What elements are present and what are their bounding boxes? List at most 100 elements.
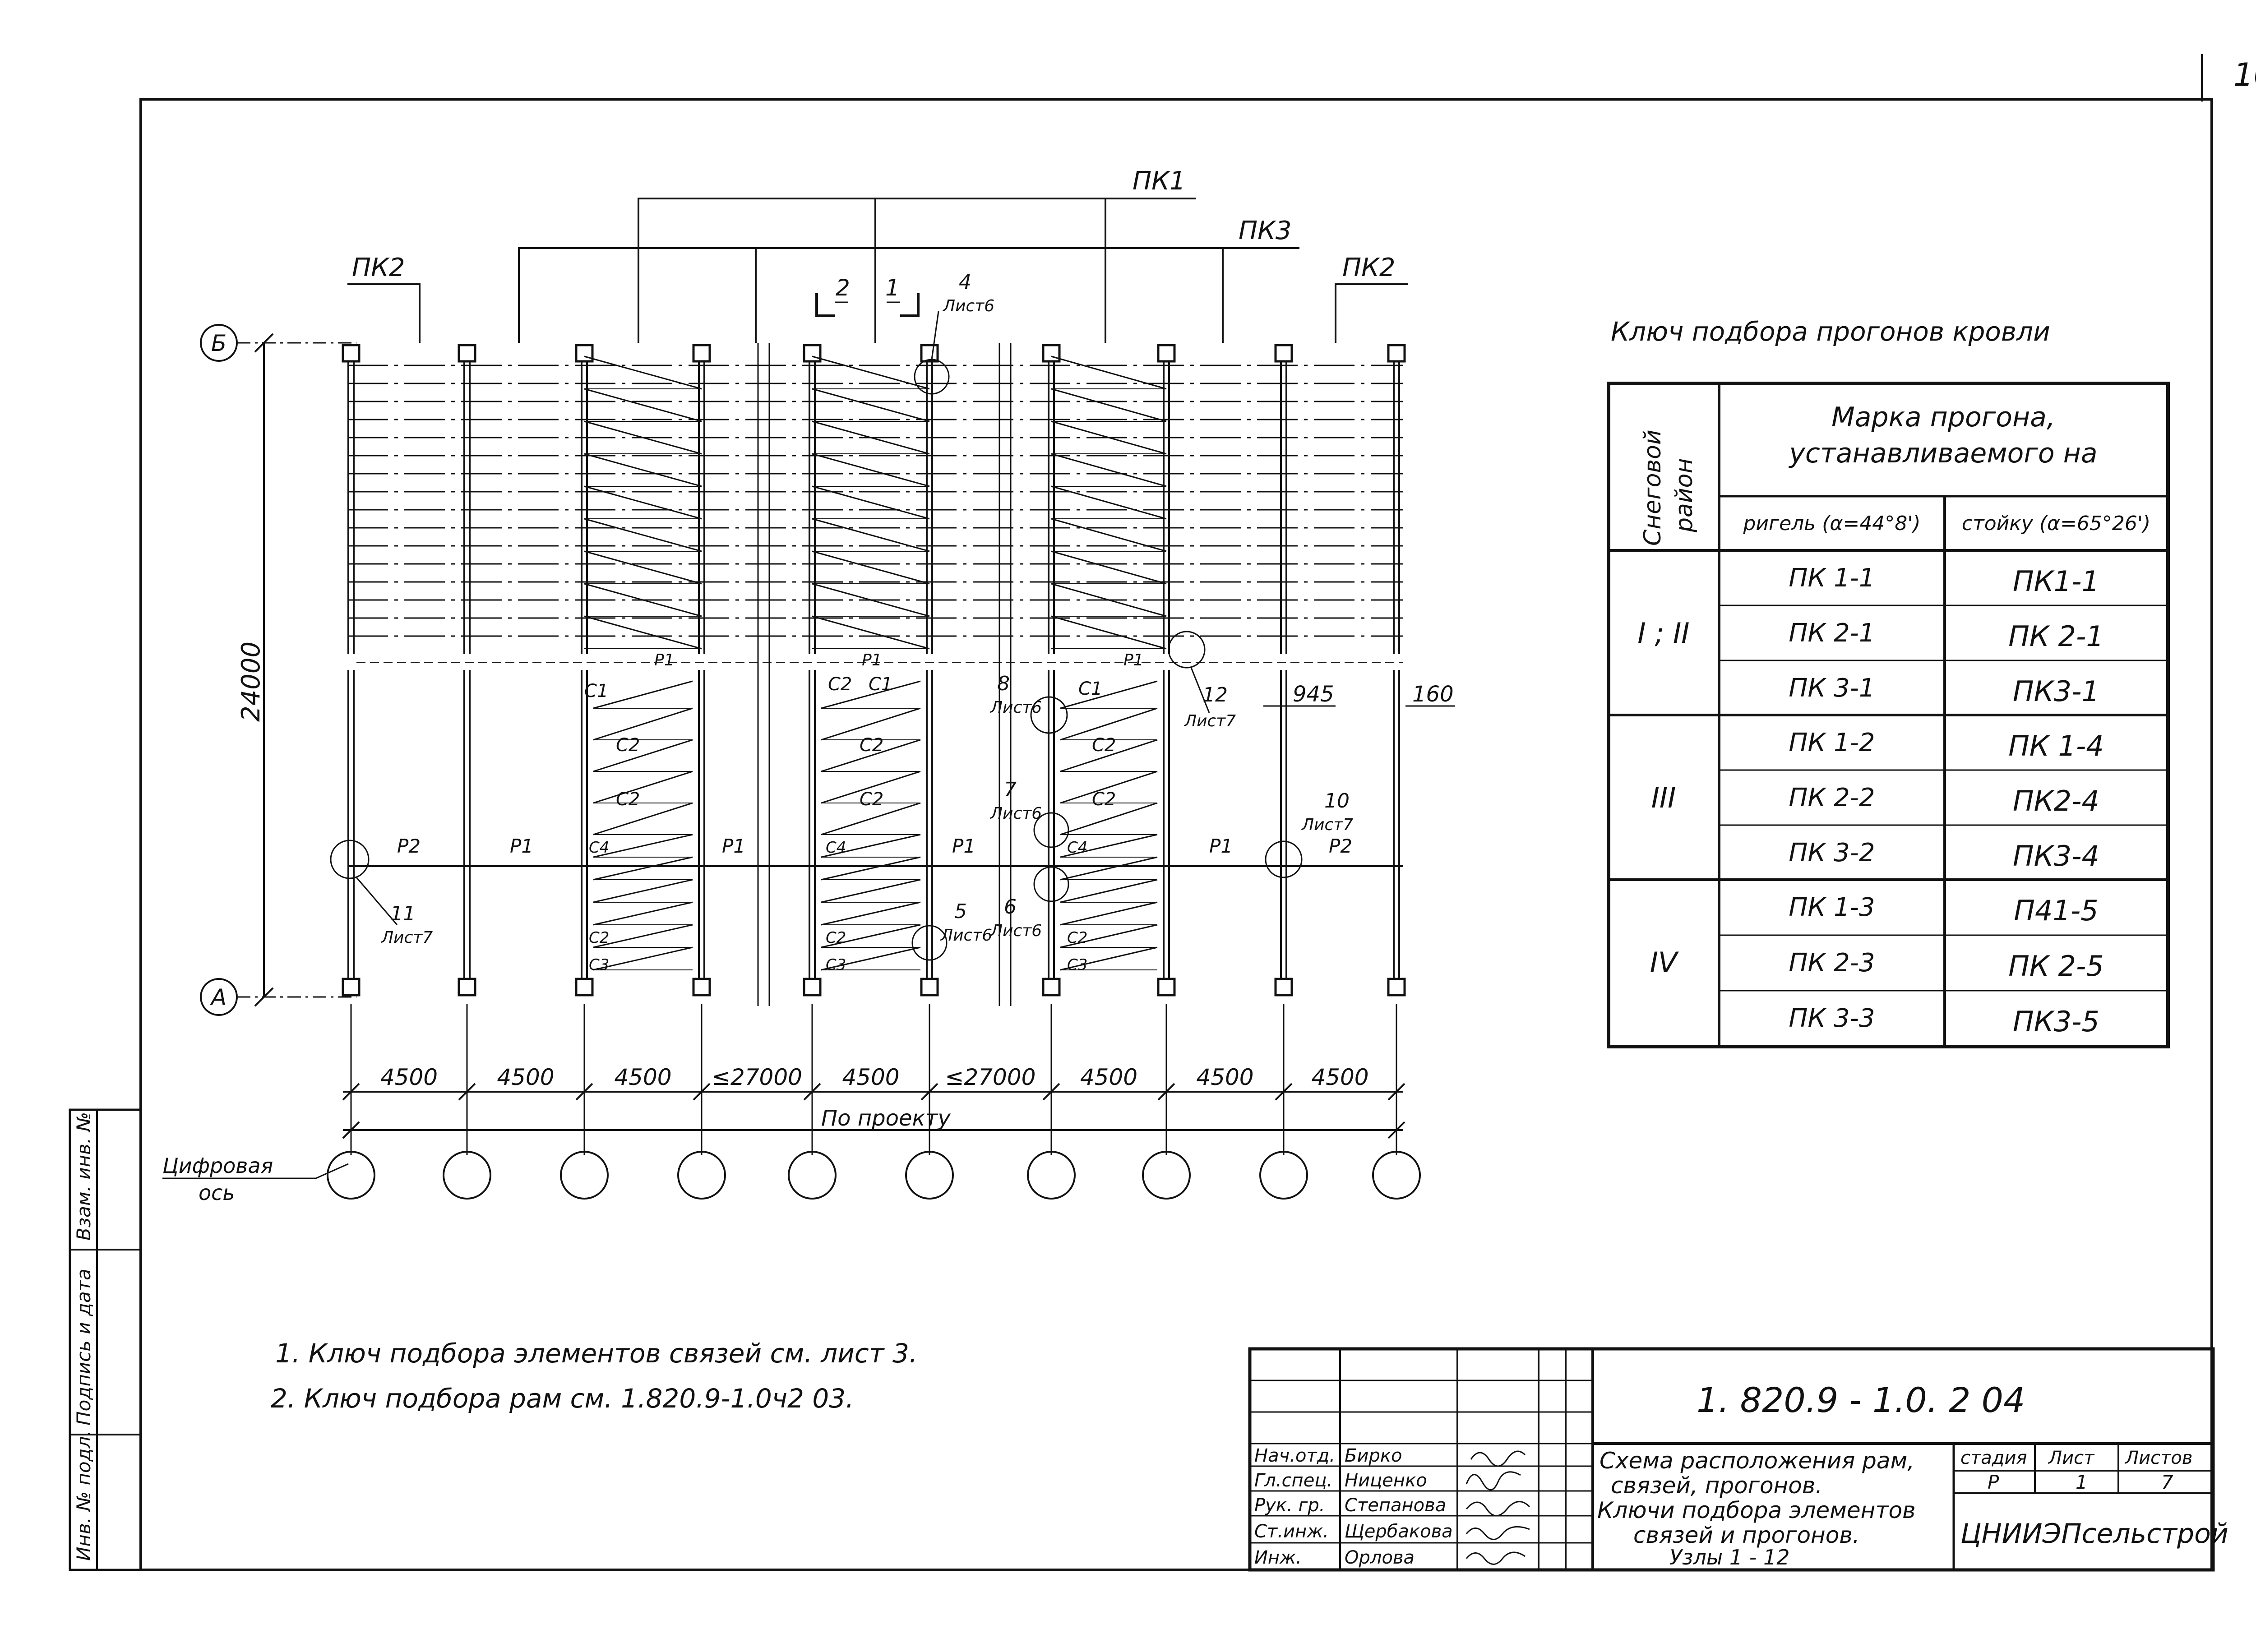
bracing-diagonal <box>584 518 702 552</box>
tie-label-p1-c: Р1 <box>952 835 975 857</box>
dim-tick <box>342 1121 360 1139</box>
node-callouts <box>330 311 1303 961</box>
dim-bottom-text: ≤27000 <box>712 1064 802 1090</box>
digital-axis-label-1: Цифровая <box>162 1154 273 1178</box>
bracing-diagonal <box>1060 879 1158 903</box>
section-label-1: 1 <box>885 275 900 301</box>
column-base <box>1042 978 1061 997</box>
column-base <box>1274 344 1293 363</box>
column-base <box>575 978 594 997</box>
region-4: IV <box>1650 946 1679 979</box>
bracing-diagonal <box>821 707 921 741</box>
stamp-title-1: Схема расположения рам, <box>1600 1448 1914 1474</box>
stamp-sheets: 7 <box>2161 1471 2173 1493</box>
cell-rigel: ПК 2-1 <box>1789 618 1875 648</box>
brace-label-c1-b: С1 <box>869 674 892 695</box>
brace-label-c2-b: С2 <box>860 735 883 756</box>
bracing-diagonal <box>593 707 693 741</box>
column-base <box>920 978 939 997</box>
cell-rigel: ПК 2-2 <box>1789 783 1875 812</box>
bracing-diagonal <box>821 879 921 903</box>
bracing-diagonal <box>1060 802 1158 835</box>
bracing-diagonal <box>584 485 702 520</box>
label-pk2-right: ПК2 <box>1342 253 1396 282</box>
bracing-diagonal <box>821 680 921 709</box>
brace-label-c2-e: С2 <box>860 789 883 810</box>
col-mark-1: Марка прогона, <box>1831 401 2055 433</box>
title-block <box>1248 1347 2215 1572</box>
cell-stoika: ПК3-5 <box>2013 1005 2099 1038</box>
dim-bottom-text: 4500 <box>380 1064 438 1090</box>
stamp-doc-code: 1. 820.9 - 1.0. 2 04 <box>1697 1380 2025 1420</box>
stamp-role-1: Нач.отд. <box>1254 1445 1335 1466</box>
purlin-key-table <box>1607 382 2170 1048</box>
label-pk2-left: ПК2 <box>352 253 405 282</box>
callout-4-sheet: Лист6 <box>942 297 994 315</box>
dim-tick <box>803 1083 821 1101</box>
bracing-diagonal <box>821 856 921 881</box>
bracing-diagonal <box>584 388 702 422</box>
bracing-diagonal <box>1051 453 1167 487</box>
stamp-stage-header: стадия <box>1960 1448 2027 1468</box>
col-region-2: район <box>1671 458 1698 533</box>
cell-rigel: ПК 3-3 <box>1789 1004 1875 1033</box>
signatures <box>1465 1450 1530 1565</box>
column-base <box>342 978 361 997</box>
axis-bubble <box>560 1151 609 1200</box>
brace-label-p1-top-1: Р1 <box>654 651 675 669</box>
bracing-diagonal <box>593 771 693 804</box>
bracing-diagonal <box>1060 739 1158 772</box>
tie-label-p1-d: Р1 <box>1209 835 1233 857</box>
axis-bubble <box>327 1151 375 1200</box>
cell-stoika: ПК 2-1 <box>2008 620 2104 653</box>
page-number: 10 <box>2233 56 2256 93</box>
axis-bubble <box>1259 1151 1308 1200</box>
brace-label-p1-top-2: Р1 <box>862 651 882 669</box>
label-pk1: ПК1 <box>1133 166 1186 196</box>
callout-6-num: 6 <box>1004 895 1017 918</box>
bracing-diagonal <box>812 388 930 422</box>
cell-stoika: ПК3-1 <box>2013 675 2099 708</box>
cell-rigel: ПК 3-2 <box>1789 838 1875 868</box>
cell-rigel: ПК 3-1 <box>1789 674 1875 703</box>
bracing-diagonal <box>821 901 921 926</box>
column-base <box>342 344 361 363</box>
dim-bottom-text: 4500 <box>1080 1064 1137 1090</box>
column-base <box>1387 978 1406 997</box>
stamp-sheets-header: Листов <box>2124 1448 2192 1468</box>
stamp-role-4: Ст.инж. <box>1254 1521 1329 1542</box>
stamp-sheet-header: Лист <box>2048 1448 2095 1468</box>
column-base <box>575 344 594 363</box>
axis-bubble <box>1027 1151 1076 1200</box>
dim-tick <box>1042 1083 1060 1101</box>
callout-5-sheet: Лист6 <box>940 926 992 945</box>
region-1-2: I ; II <box>1637 617 1689 650</box>
dim-bottom-text: 4500 <box>842 1064 899 1090</box>
cell-stoika: ПК3-4 <box>2013 840 2099 872</box>
bracing-diagonal <box>1051 388 1167 422</box>
cell-rigel: ПК 1-1 <box>1789 563 1875 593</box>
bracing-diagonal <box>812 615 930 650</box>
stamp-name-1: Бирко <box>1345 1445 1402 1466</box>
bracing-diagonal <box>584 615 702 650</box>
tie-label-p2-left: Р2 <box>397 835 421 857</box>
cell-stoika: ПК1-1 <box>2013 565 2099 598</box>
column-base <box>458 344 476 363</box>
stamp-title-5: Узлы 1 - 12 <box>1669 1545 1789 1569</box>
bracing-diagonal <box>584 420 702 455</box>
dim-tick <box>458 1083 476 1101</box>
callout-10-sheet: Лист7 <box>1301 816 1353 834</box>
axis-bubble <box>677 1151 726 1200</box>
table-cells: ПК 1-1 ПК1-1 ПК 2-1 ПК 2-1 ПК 3-1 ПК3-1 … <box>1789 563 2103 1038</box>
col-mark-2: устанавливаемого на <box>1788 438 2097 469</box>
dim-tick <box>1387 1083 1405 1101</box>
callout-12-sheet: Лист7 <box>1183 712 1236 730</box>
tie-label-p2-right: Р2 <box>1329 835 1352 857</box>
bracing-diagonal <box>1060 680 1158 709</box>
column-base <box>1157 344 1176 363</box>
dim-tick <box>920 1083 938 1101</box>
bracing-diagonal <box>812 583 930 617</box>
stamp-name-4: Щербакова <box>1345 1521 1453 1542</box>
tie-label-p1-a: Р1 <box>510 835 533 857</box>
